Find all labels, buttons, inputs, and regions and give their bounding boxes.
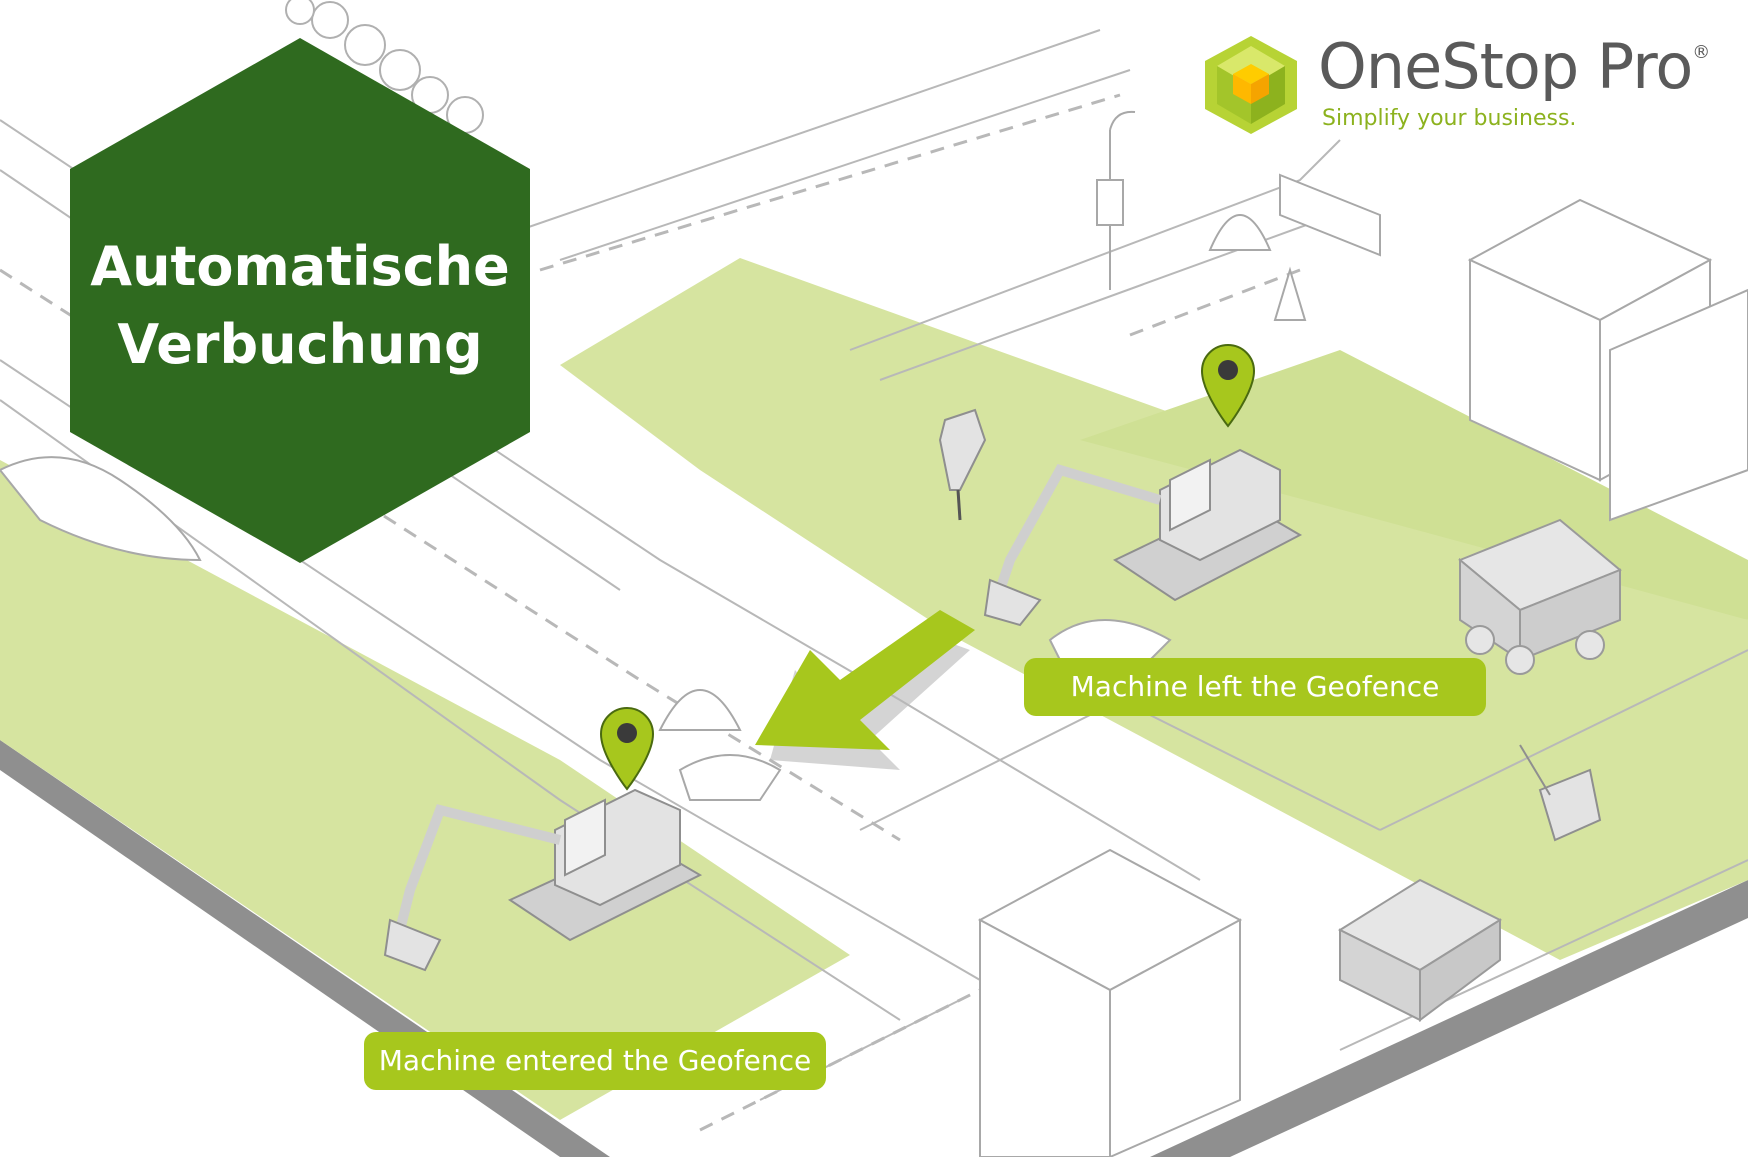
brand-slogan: Simplify your business. — [1322, 106, 1577, 131]
excavator-icon-right — [983, 448, 1303, 627]
logo-cube-icon — [1205, 36, 1297, 134]
page-title: Automatische Verbuchung — [70, 228, 530, 384]
plate-compactor — [1519, 744, 1602, 842]
registered-mark: ® — [1692, 42, 1710, 63]
title-line-2: Verbuchung — [117, 313, 483, 376]
geofence-zone-right — [560, 258, 1748, 960]
container-icon — [1337, 878, 1503, 1022]
brand-name: OneStop Pro® — [1318, 30, 1710, 103]
label-machine-left: Machine left the Geofence — [1024, 658, 1486, 716]
road-barrier — [1273, 173, 1381, 321]
hydraulic-hammer — [938, 408, 987, 521]
street-lamp — [1096, 110, 1136, 290]
gravel-piles — [0, 214, 1272, 801]
location-pin-icon — [599, 706, 655, 791]
trees — [285, 0, 484, 134]
title-line-1: Automatische — [90, 235, 510, 298]
label-machine-entered: Machine entered the Geofence — [364, 1032, 826, 1090]
building-bottom — [977, 848, 1243, 1157]
location-pin-icon — [1200, 343, 1256, 428]
dump-truck-icon — [1458, 518, 1622, 675]
brand-name-text: OneStop Pro — [1318, 30, 1693, 103]
arrow-icon — [755, 610, 975, 770]
ground-slab-right-edge — [1150, 880, 1748, 1157]
title-hexagon — [70, 38, 530, 563]
geofence-zone-left — [0, 460, 850, 1120]
excavator-icon-left — [383, 788, 703, 972]
building-top-right — [1467, 198, 1748, 522]
